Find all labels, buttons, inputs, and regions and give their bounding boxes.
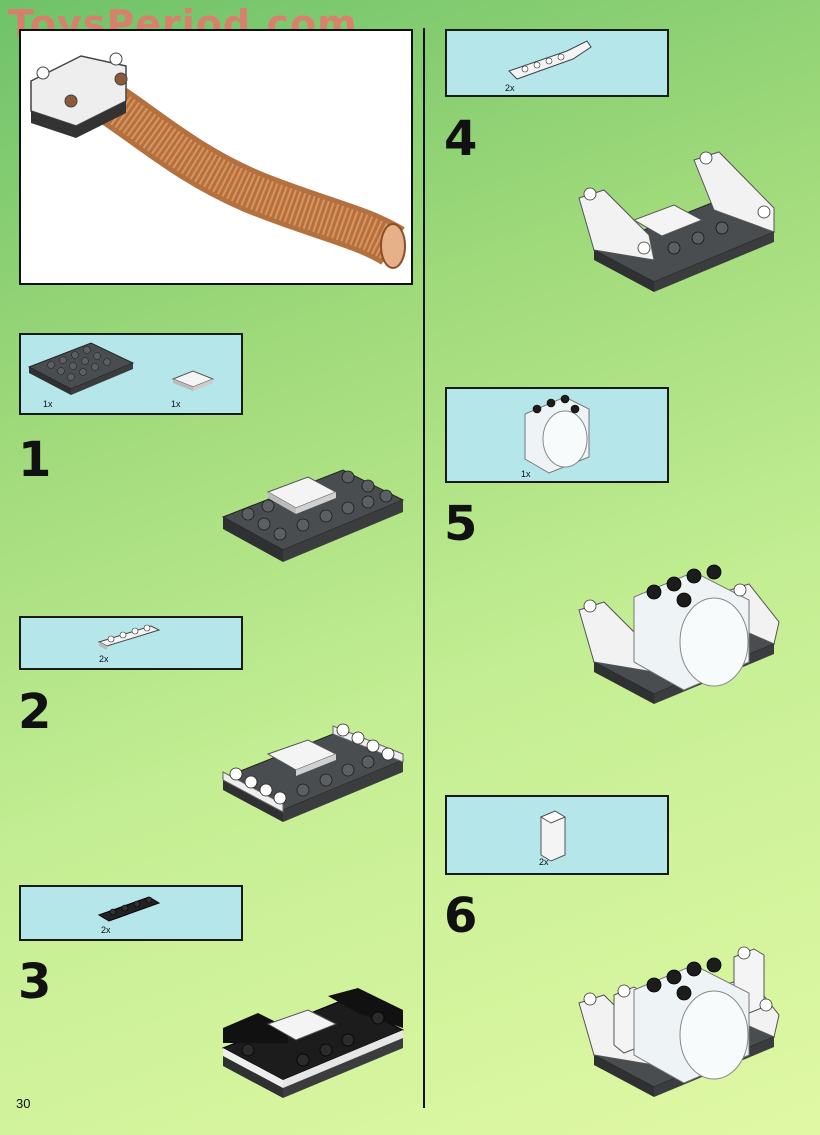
step-3-parts-callout: 2x bbox=[19, 885, 243, 941]
part-quantity: 1x bbox=[43, 399, 53, 409]
step-number: 3 bbox=[18, 954, 52, 1010]
step-2-model bbox=[221, 723, 405, 822]
part-quantity: 2x bbox=[505, 83, 515, 93]
step-1-model bbox=[221, 469, 405, 562]
step-number: 5 bbox=[444, 496, 478, 552]
part-quantity: 2x bbox=[101, 925, 111, 935]
step-6-model bbox=[578, 946, 780, 1097]
part-quantity: 2x bbox=[99, 654, 109, 664]
step-4-model bbox=[578, 151, 776, 292]
step-number: 2 bbox=[18, 684, 52, 740]
step-2-parts-callout: 2x bbox=[19, 616, 243, 670]
step-number: 4 bbox=[444, 111, 478, 167]
column-divider bbox=[423, 28, 425, 1108]
step-6-parts-callout: 2x bbox=[445, 795, 669, 875]
step-1-parts-callout: 1x 1x bbox=[19, 333, 243, 415]
step-number: 1 bbox=[18, 432, 52, 488]
step-5-parts-callout: 1x bbox=[445, 387, 669, 483]
assembly-preview bbox=[19, 29, 413, 285]
part-quantity: 1x bbox=[521, 469, 531, 479]
step-3-model bbox=[221, 988, 405, 1098]
step-number: 6 bbox=[444, 888, 478, 944]
part-quantity: 1x bbox=[171, 399, 181, 409]
step-4-parts-callout: 2x bbox=[445, 29, 669, 97]
hose-assembly-illustration bbox=[30, 52, 406, 269]
step-5-model bbox=[578, 564, 780, 704]
part-quantity: 2x bbox=[539, 857, 549, 867]
page-number: 30 bbox=[16, 1096, 31, 1111]
